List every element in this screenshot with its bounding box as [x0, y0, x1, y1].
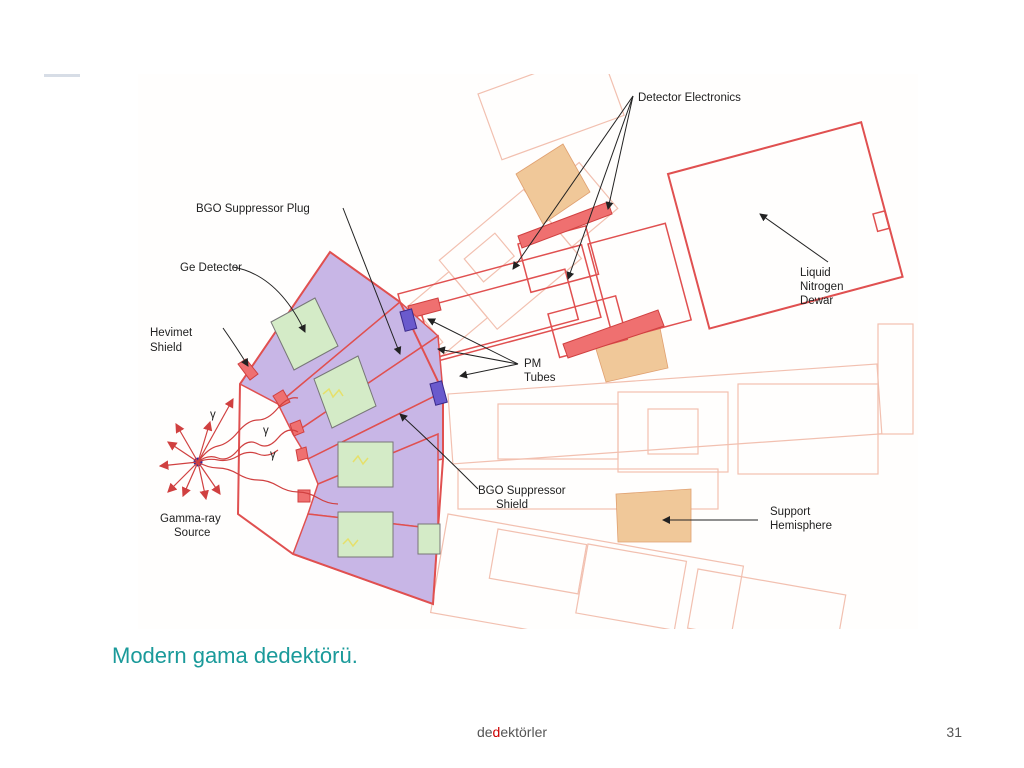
- detector-housing: [236, 250, 444, 606]
- label-detector-electronics: Detector Electronics: [638, 92, 741, 104]
- gamma-ray-source: [158, 397, 339, 505]
- label-support-1: Support: [770, 506, 811, 518]
- label-hevimet-2: Shield: [150, 342, 182, 354]
- label-support-2: Hemisphere: [770, 520, 832, 532]
- footer-prefix: de: [476, 724, 493, 740]
- title-underline: [44, 74, 80, 77]
- label-source-2: Source: [174, 527, 210, 539]
- label-pm-2: Tubes: [524, 372, 556, 384]
- label-source-1: Gamma-ray: [160, 513, 221, 525]
- label-bgo-shield-1: BGO Suppressor: [478, 485, 566, 497]
- slide-caption: Modern gama dedektörü.: [112, 643, 358, 668]
- footer-suffix: ektörler: [500, 724, 548, 740]
- label-liquid-1: Liquid: [800, 267, 831, 279]
- label-liquid-2: Nitrogen: [800, 281, 843, 293]
- label-gamma-2: γ: [263, 425, 269, 437]
- label-pm-1: PM: [524, 358, 541, 370]
- label-gamma-3: γ: [270, 449, 276, 461]
- ge-crystal-traces: [322, 387, 369, 548]
- label-bgo-plug: BGO Suppressor Plug: [196, 203, 310, 215]
- label-gamma-1: γ: [210, 409, 216, 421]
- hevimet-shield: [237, 358, 311, 503]
- diagram-labels: Detector Electronics BGO Suppressor Plug…: [150, 92, 843, 539]
- label-ge-detector: Ge Detector: [180, 262, 242, 274]
- gamma-detector-diagram: Detector Electronics BGO Suppressor Plug…: [138, 74, 918, 629]
- label-liquid-3: Dewar: [800, 295, 833, 307]
- annotation-arrows: [222, 95, 829, 524]
- label-hevimet-1: Hevimet: [150, 327, 193, 339]
- footer-highlight: d: [492, 724, 501, 740]
- label-bgo-shield-2: Shield: [496, 499, 528, 511]
- page-number: 31: [946, 724, 962, 740]
- slide-footer: dedektörler: [0, 724, 1024, 740]
- bgo-plugs: [399, 308, 448, 406]
- ge-crystals: [270, 297, 441, 558]
